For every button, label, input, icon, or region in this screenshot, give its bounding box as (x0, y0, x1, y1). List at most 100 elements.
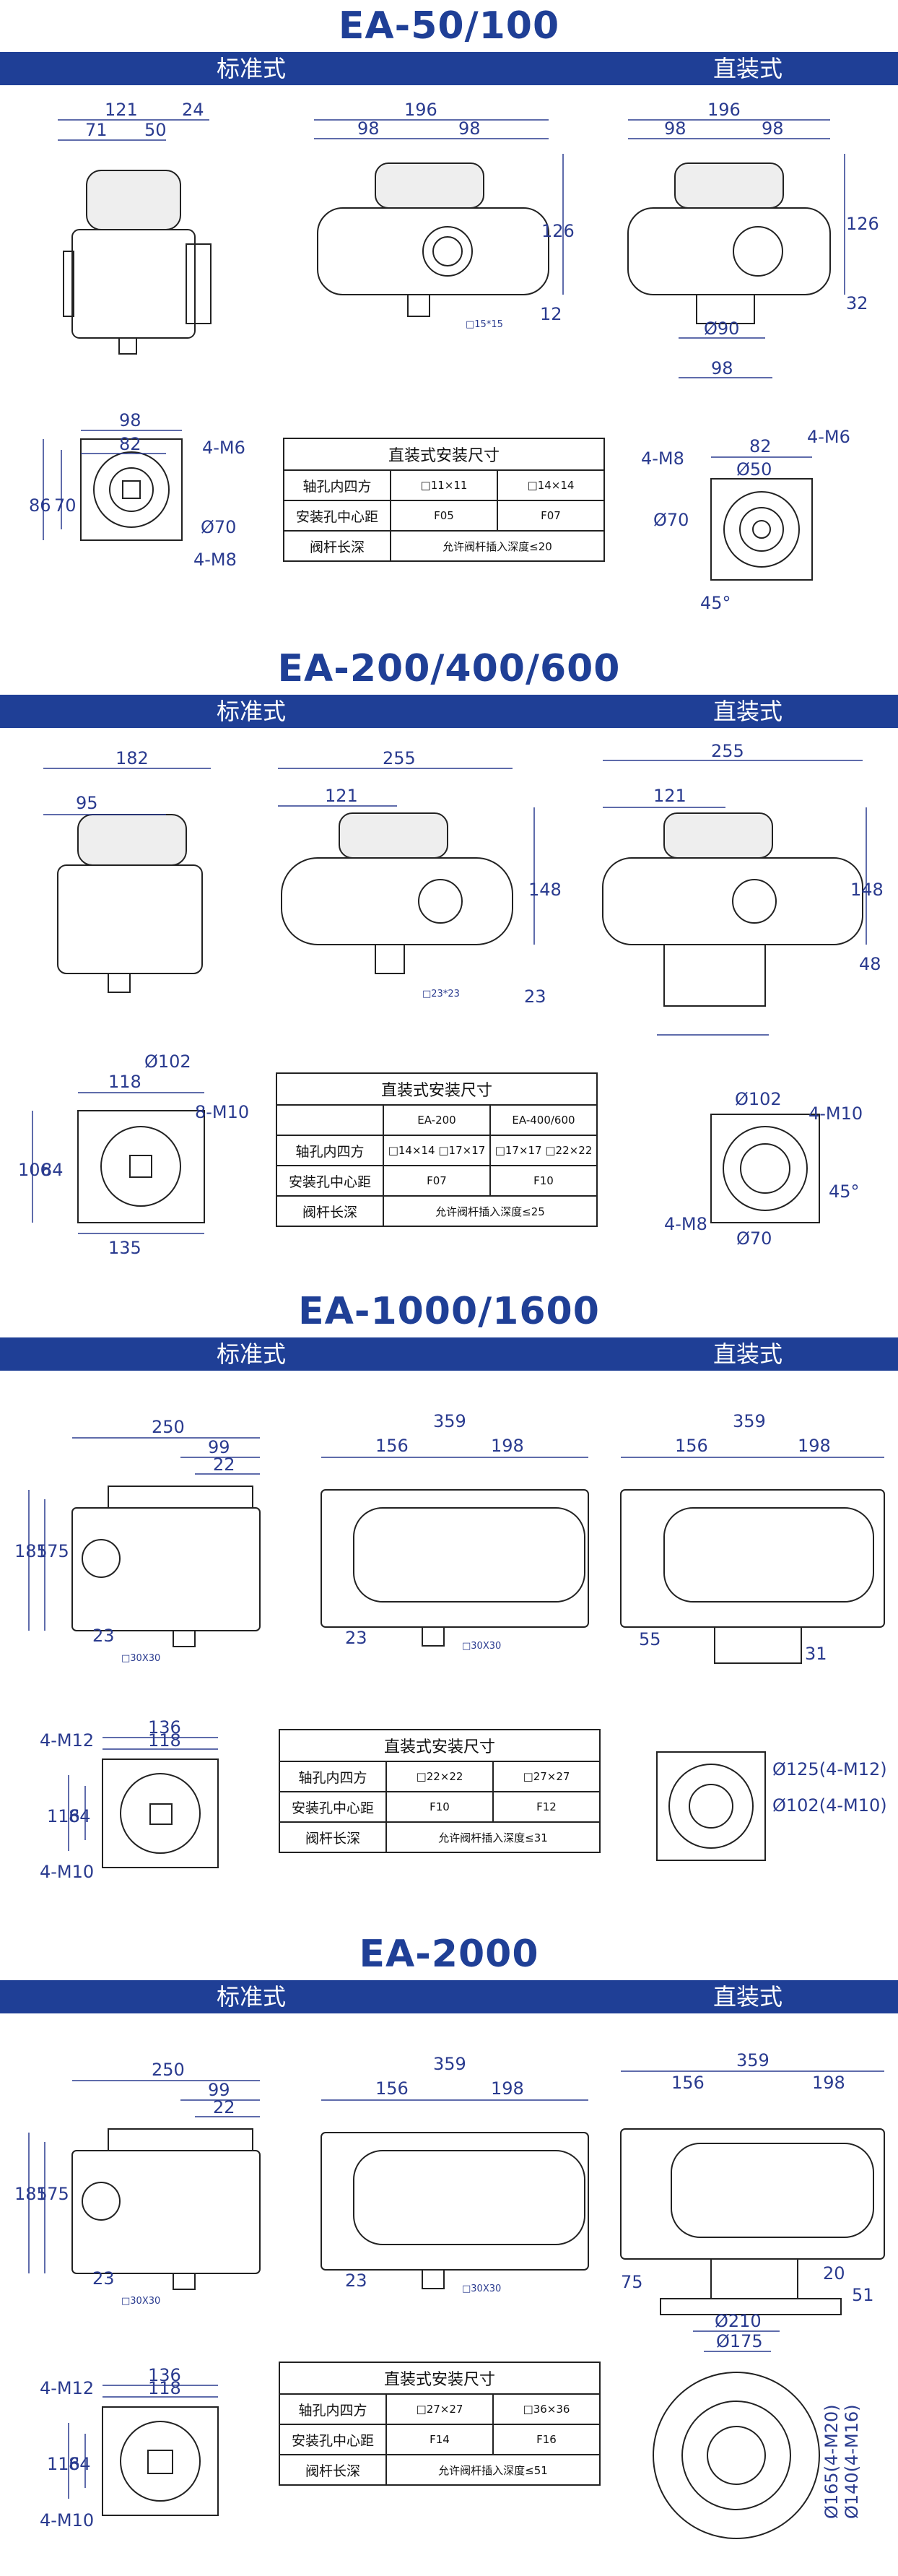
dim-label: 99 (208, 1437, 230, 1457)
dim-label: 99 (208, 2080, 230, 2100)
table-cell: F14 (385, 2424, 494, 2455)
table-cell: F12 (492, 1791, 601, 1823)
dim-label: 121 (325, 786, 358, 806)
table-cell: □36×36 (492, 2393, 601, 2425)
dim-label: 23 (524, 986, 546, 1007)
dim-label: 86 (29, 495, 51, 516)
section-sub-bar: 标准式 直装式 (0, 1337, 898, 1371)
dim-label: Ø102(4-M10) (772, 1795, 887, 1816)
row-label-shaft-square: 轴孔内四方 (279, 1761, 387, 1792)
dim-label: 82 (119, 434, 141, 454)
dim-label: 116 (47, 2454, 80, 2474)
dim-label: 31 (805, 1644, 827, 1664)
table-cell: 允许阀杆插入深度≤20 (390, 530, 605, 562)
section-ea-50-100: EA-50/100 标准式 直装式 (0, 0, 898, 643)
table-cell: 允许阀杆插入深度≤31 (385, 1821, 601, 1853)
section-title-bar: EA-200/400/600 (0, 643, 898, 695)
section-ea-1000-1600: EA-1000/1600 标准式 直装式 (0, 1285, 898, 1928)
row-label-hole-distance: 安装孔中心距 (279, 2424, 387, 2455)
dim-label: 32 (846, 293, 868, 313)
dim-label: Ø70 (653, 510, 689, 530)
dim-label: 75 (621, 2272, 643, 2292)
dim-label: □23*23 (422, 989, 460, 999)
dim-label: 51 (852, 2285, 874, 2305)
dim-label: Ø50 (736, 459, 772, 480)
dim-label: 148 (528, 880, 562, 900)
dim-label: 23 (345, 2271, 367, 2291)
row-label-shaft-square: 轴孔内四方 (283, 469, 391, 501)
dim-label: 175 (36, 1541, 69, 1561)
drawing-ea-2000: 250 99 22 185 175 23 □30X30 4-M12 136 11… (14, 2050, 885, 2539)
standard-type-label: 标准式 (217, 698, 287, 725)
table-caption: 直装式安装尺寸 (279, 1729, 601, 1762)
section-title: EA-200/400/600 (277, 647, 621, 690)
section-sub-bar: 标准式 直装式 (0, 1980, 898, 2013)
dim-label: 182 (115, 748, 149, 768)
row-label-hole-distance: 安装孔中心距 (276, 1165, 384, 1197)
dim-label: 48 (859, 954, 881, 974)
direct-mount-label: 直装式 (713, 1340, 783, 1368)
dim-label: 45° (829, 1181, 860, 1202)
dim-label: □30X30 (121, 2296, 160, 2307)
dim-label: 20 (823, 2263, 845, 2284)
table-caption: 直装式安装尺寸 (276, 1072, 598, 1106)
dim-label: 118 (148, 1730, 181, 1751)
dim-label: 84 (69, 2454, 91, 2474)
dim-label: 71 (85, 120, 108, 140)
dim-label: 4-M8 (664, 1214, 707, 1234)
row-label-stem-depth: 阀杆长深 (276, 1195, 384, 1227)
dim-label: Ø90 (704, 318, 739, 339)
dim-label: 126 (541, 221, 575, 241)
row-label-stem-depth: 阀杆长深 (283, 530, 391, 562)
dim-label: 98 (458, 118, 481, 139)
dim-label: 4-M10 (40, 2510, 94, 2531)
dim-label: 4-M8 (641, 448, 684, 469)
section-ea-200-400-600: EA-200/400/600 标准式 直装式 (0, 643, 898, 1285)
dim-label: 22 (213, 2097, 235, 2117)
dim-label: 198 (491, 1436, 524, 1456)
section-sub-bar: 标准式 直装式 (0, 695, 898, 728)
table-cell: □11×11 (390, 469, 498, 501)
dim-label: 196 (707, 100, 741, 120)
row-label-hole-distance: 安装孔中心距 (283, 500, 391, 532)
dim-label: □30X30 (462, 2284, 501, 2294)
dim-label: □15*15 (466, 319, 503, 330)
dim-label: 98 (711, 358, 733, 378)
standard-type-label: 标准式 (217, 55, 287, 82)
dim-label: 359 (733, 1411, 766, 1431)
dim-label: 148 (850, 880, 884, 900)
dim-label: 84 (41, 1160, 64, 1180)
dim-label: Ø210 (715, 2311, 762, 2331)
dim-label: 121 (105, 100, 138, 120)
dim-label: 136 (148, 1717, 181, 1738)
dim-label: 118 (108, 1072, 141, 1092)
dim-label: 198 (491, 2078, 524, 2099)
dim-label: 84 (69, 1806, 91, 1826)
dim-label: 23 (92, 1626, 115, 1646)
dim-label: 250 (152, 1417, 185, 1437)
section-title-bar: EA-1000/1600 (0, 1285, 898, 1337)
dim-label: 98 (357, 118, 380, 139)
dim-label: 98 (664, 118, 686, 139)
section-sub-bar: 标准式 直装式 (0, 52, 898, 85)
dim-label: □30X30 (121, 1653, 160, 1664)
dim-label: 82 (749, 436, 772, 456)
dim-label: 4-M10 (808, 1103, 863, 1124)
dim-label: 185 (14, 1541, 48, 1561)
table-caption: 直装式安装尺寸 (283, 438, 605, 471)
table-header-cell: EA-200 (383, 1104, 491, 1136)
table-cell: F10 (385, 1791, 494, 1823)
dim-label: 12 (540, 304, 562, 324)
row-label-stem-depth: 阀杆长深 (279, 1821, 387, 1853)
dim-label: 156 (675, 1436, 708, 1456)
direct-mount-label: 直装式 (713, 55, 783, 82)
dim-label: 4-M6 (807, 427, 850, 447)
dim-label: Ø125(4-M12) (772, 1759, 887, 1779)
table-cell: F16 (492, 2424, 601, 2455)
table-cell: □27×27 (385, 2393, 494, 2425)
dim-label: 135 (108, 1238, 141, 1258)
dim-label: 185 (14, 2184, 48, 2204)
dim-label: 116 (47, 1806, 80, 1826)
dim-label: Ø102 (735, 1089, 782, 1109)
